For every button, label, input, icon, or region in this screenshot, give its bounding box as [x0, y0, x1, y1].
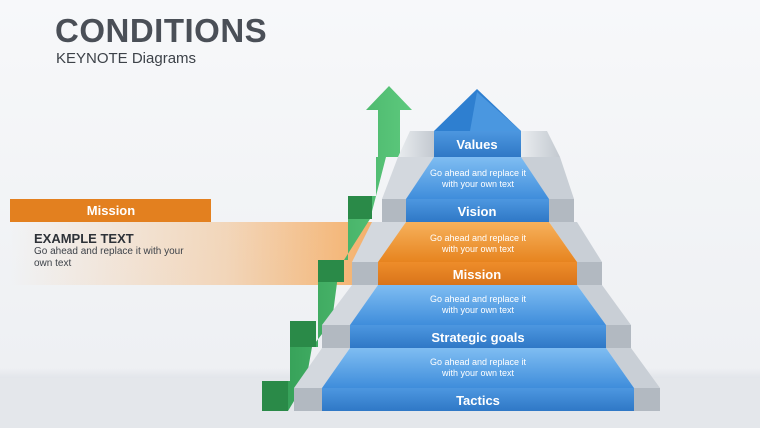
growth-arrow-body	[262, 86, 412, 411]
note-line: Go ahead and replace it	[430, 233, 527, 243]
note-line: with your own text	[441, 244, 515, 254]
band-values	[434, 131, 521, 157]
face-mission-note	[350, 285, 606, 325]
pyramid-bands	[322, 131, 634, 411]
note-line: Go ahead and replace it	[430, 168, 527, 178]
label-tactics: Tactics	[456, 393, 500, 408]
label-vision: Vision	[458, 204, 497, 219]
page-subtitle: KEYNOTE Diagrams	[56, 50, 197, 67]
pyramid-faces	[322, 89, 634, 388]
note-line: Go ahead and replace it	[430, 357, 527, 367]
growth-step-1	[262, 381, 288, 411]
pyramid-apex-shine	[470, 92, 521, 131]
note-line: with your own text	[441, 368, 515, 378]
band-strategic-goals	[350, 325, 606, 348]
label-values: Values	[456, 137, 497, 152]
note-line: Go ahead and replace it	[430, 294, 527, 304]
callout-heading: EXAMPLE TEXT	[34, 231, 134, 246]
face-values-note	[406, 157, 549, 199]
growth-step-3	[318, 260, 344, 282]
label-strategic-goals: Strategic goals	[431, 330, 524, 345]
face-vision-note	[378, 222, 577, 262]
band-mission	[378, 262, 577, 285]
growth-step-4	[348, 196, 372, 219]
label-mission: Mission	[453, 267, 501, 282]
growth-step-2	[290, 321, 316, 347]
pyramid-sides	[294, 131, 660, 411]
callout-tag-label: Mission	[87, 203, 135, 218]
band-vision	[406, 199, 549, 222]
note-line: with your own text	[441, 179, 515, 189]
face-strategic-note	[322, 348, 634, 388]
growth-arrow	[262, 86, 412, 411]
highlight-beam	[10, 222, 404, 285]
callout-body: Go ahead and replace it with your own te…	[34, 246, 184, 269]
pyramid-labels: Values Vision Mission Strategic goals Ta…	[431, 137, 524, 408]
note-line: with your own text	[441, 305, 515, 315]
band-tactics	[322, 388, 634, 411]
page-title: CONDITIONS	[55, 12, 268, 49]
callout-tag	[10, 199, 211, 222]
